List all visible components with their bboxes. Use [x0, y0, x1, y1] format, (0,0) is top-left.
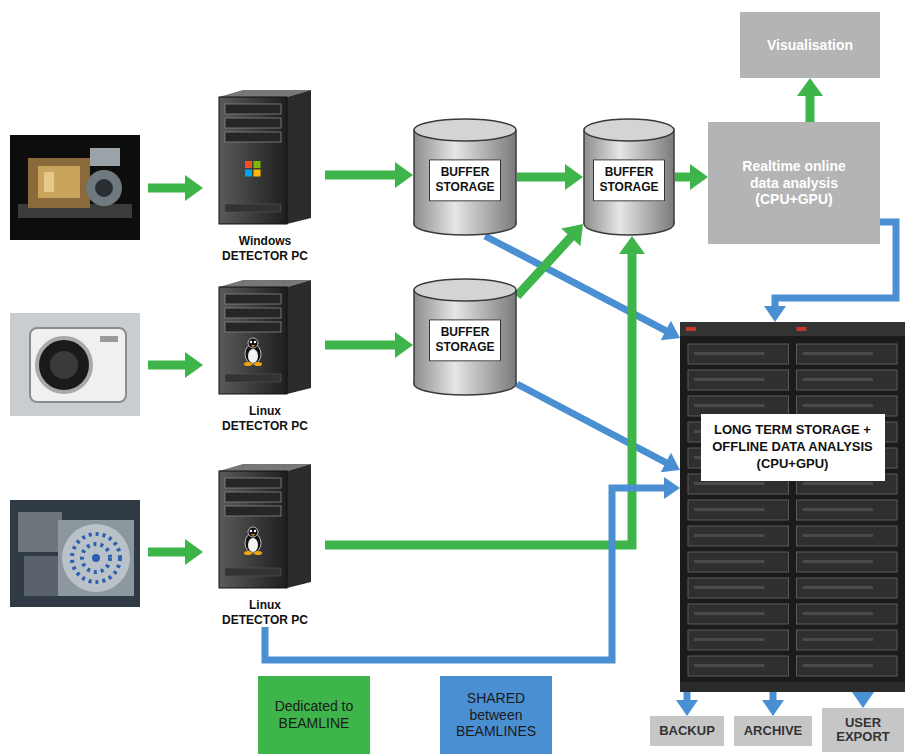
arrow-line	[517, 173, 566, 182]
server-rack	[680, 322, 905, 692]
connector-arrow	[517, 384, 680, 472]
pc-label: Linux DETECTOR PC	[215, 404, 315, 433]
connector-arrow	[325, 332, 413, 358]
output-tag: USER EXPORT	[822, 708, 904, 752]
arrow-head	[664, 477, 680, 499]
node-label: Visualisation	[767, 37, 853, 54]
storage-rack: LONG TERM STORAGE + OFFLINE DATA ANALYSI…	[680, 322, 905, 692]
node-label: LONG TERM STORAGE + OFFLINE DATA ANALYSI…	[705, 422, 881, 473]
arrow-head	[395, 332, 413, 358]
arrow-line	[806, 95, 815, 122]
text-holder: ARCHIVE	[744, 724, 803, 738]
arrow-line	[517, 384, 667, 463]
arrow-head	[690, 164, 708, 190]
node-label: BACKUP	[659, 724, 715, 738]
node-label: BUFFER STORAGE	[432, 325, 498, 355]
arrow-head	[561, 224, 583, 246]
legend-swatch: Dedicated to BEAMLINE	[258, 676, 370, 754]
arrow-line	[325, 171, 396, 180]
legend-swatch: SHARED between BEAMLINES	[440, 676, 552, 754]
pc-label: Linux DETECTOR PC	[215, 598, 315, 627]
connector-arrow	[265, 477, 680, 660]
feed-arrow	[148, 175, 203, 201]
buffer-storage: BUFFER STORAGE	[413, 278, 517, 396]
label-patch: BUFFER STORAGE	[593, 159, 665, 201]
text-holder: Windows DETECTOR PC	[205, 234, 325, 263]
node-label: BUFFER STORAGE	[432, 165, 498, 195]
connector-arrow	[517, 224, 583, 296]
arrow-line	[517, 237, 572, 296]
buffer-storage: BUFFER STORAGE	[583, 118, 675, 236]
visualisation-box: Visualisation	[740, 12, 880, 78]
arrow-line	[684, 692, 691, 701]
arrow-line	[265, 488, 665, 660]
arrow-line	[325, 253, 632, 545]
label-patch: LONG TERM STORAGE + OFFLINE DATA ANALYSI…	[701, 414, 885, 481]
connector-arrow	[325, 236, 645, 545]
legend-text: Dedicated to BEAMLINE	[270, 698, 358, 732]
detector-photo	[10, 135, 140, 240]
arrow-head	[619, 236, 645, 254]
node-label: USER EXPORT	[826, 716, 900, 745]
text-holder: Linux DETECTOR PC	[205, 598, 325, 627]
arrow-head	[661, 453, 680, 472]
arrow-head	[762, 700, 784, 716]
detector-pc: Windows DETECTOR PC	[205, 88, 325, 263]
text-holder: BACKUP	[659, 724, 715, 738]
arrow-head	[395, 162, 413, 188]
text-holder: Visualisation	[767, 37, 853, 54]
connector-arrow	[852, 692, 874, 708]
connector-arrow	[675, 164, 708, 190]
text-holder: Realtime online data analysis (CPU+GPU)	[732, 158, 856, 208]
arrow-head	[661, 321, 680, 340]
detector-pc: Linux DETECTOR PC	[205, 278, 325, 433]
analysis-box: Realtime online data analysis (CPU+GPU)	[708, 122, 880, 244]
text-holder: USER EXPORT	[826, 716, 900, 745]
connector-arrow	[676, 692, 698, 716]
pc-tower	[215, 278, 315, 398]
label-patch: BUFFER STORAGE	[429, 319, 501, 361]
pc-tower	[215, 462, 315, 592]
label-patch: BUFFER STORAGE	[429, 159, 501, 201]
buffer-storage: BUFFER STORAGE	[413, 118, 517, 236]
connector-arrow	[325, 162, 413, 188]
arrow-line	[770, 692, 777, 701]
detector-photo	[10, 313, 140, 416]
connector-arrow	[797, 78, 823, 122]
pc-tower	[215, 88, 315, 228]
output-tag: ARCHIVE	[734, 716, 812, 746]
arrow-head	[852, 692, 874, 708]
legend-text: SHARED between BEAMLINES	[452, 690, 540, 740]
output-tag: BACKUP	[650, 716, 724, 746]
detector-pc: Linux DETECTOR PC	[205, 462, 325, 627]
connector-arrow	[517, 164, 583, 190]
feed-arrow	[148, 352, 203, 378]
feed-arrow	[148, 539, 203, 565]
node-label: Realtime online data analysis (CPU+GPU)	[732, 158, 856, 208]
node-label: BUFFER STORAGE	[596, 165, 662, 195]
pc-label: Windows DETECTOR PC	[215, 234, 315, 263]
arrow-head	[676, 700, 698, 716]
connector-arrow	[762, 692, 784, 716]
arrow-line	[325, 341, 396, 350]
arrow-line	[675, 173, 691, 182]
arrow-head	[797, 78, 823, 96]
detector-photo	[10, 500, 140, 607]
node-label: ARCHIVE	[744, 724, 803, 738]
arrow-head	[565, 164, 583, 190]
text-holder: Linux DETECTOR PC	[205, 404, 325, 433]
arrow-head	[764, 306, 786, 322]
